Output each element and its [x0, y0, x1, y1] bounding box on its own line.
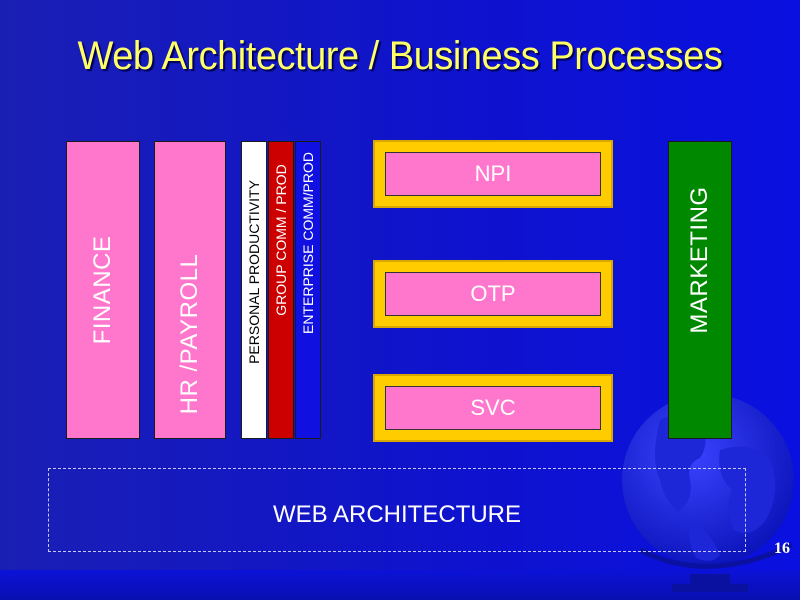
marketing-column: MARKETING: [668, 141, 732, 439]
group-comm-column: GROUP COMM / PROD: [268, 141, 294, 439]
personal-productivity-column: PERSONAL PRODUCTIVITY: [241, 141, 267, 439]
group-comm-label: GROUP COMM / PROD: [273, 163, 289, 316]
npi-process: NPI: [373, 140, 613, 208]
svc-process: SVC: [373, 374, 613, 442]
otp-process: OTP: [373, 260, 613, 328]
finance-label: FINANCE: [89, 235, 116, 345]
enterprise-comm-label: ENTERPRISE COMM/PROD: [300, 151, 316, 334]
svc-label: SVC: [385, 386, 601, 430]
bottom-band: [0, 570, 800, 600]
slide-title: Web Architecture / Business Processes: [77, 34, 723, 78]
finance-column: FINANCE: [66, 141, 140, 439]
hr-payroll-column: HR /PAYROLL: [154, 141, 226, 439]
otp-label: OTP: [385, 272, 601, 316]
hr-payroll-label: HR /PAYROLL: [176, 254, 203, 415]
marketing-label: MARKETING: [686, 186, 713, 334]
globe-icon: [622, 394, 794, 592]
npi-label: NPI: [385, 152, 601, 196]
web-architecture-label: WEB ARCHITECTURE: [272, 501, 521, 528]
enterprise-comm-column: ENTERPRISE COMM/PROD: [295, 141, 321, 439]
page-number: 16: [774, 540, 790, 557]
personal-productivity-label: PERSONAL PRODUCTIVITY: [246, 180, 262, 365]
web-architecture-box: WEB ARCHITECTURE: [48, 468, 746, 552]
